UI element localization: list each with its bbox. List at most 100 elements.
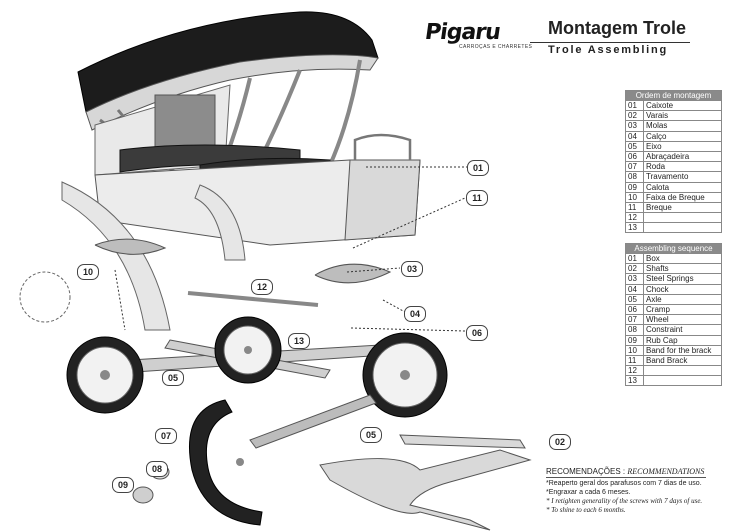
- row-number: 09: [625, 334, 644, 346]
- row-label: Box: [643, 252, 722, 265]
- table-row: 13: [625, 222, 722, 234]
- callout-01: 01: [467, 160, 489, 176]
- title-portuguese: Montagem Trole: [548, 18, 687, 38]
- row-number: 10: [625, 191, 644, 203]
- row-number: 10: [625, 344, 644, 356]
- row-label: Varais: [643, 110, 722, 122]
- callout-06: 06: [466, 325, 488, 341]
- row-number: 06: [625, 150, 644, 163]
- callout-13: 13: [288, 333, 310, 349]
- fender-left: [61, 181, 171, 331]
- row-label: Steel Springs: [643, 273, 722, 285]
- row-label: Axle: [643, 293, 722, 305]
- row-label: Rub Cap: [643, 334, 722, 346]
- row-number: 08: [625, 324, 644, 336]
- axle-exploded: [249, 394, 377, 449]
- recommendations-title: RECOMENDAÇÕES : RECOMMENDATIONS: [546, 467, 718, 476]
- callout-04: 04: [404, 306, 426, 322]
- row-number: 03: [625, 120, 644, 132]
- recommendations-divider: [546, 477, 706, 478]
- row-number: 07: [625, 161, 644, 173]
- brake-band: [19, 271, 71, 323]
- row-label: Abraçadeira: [643, 150, 722, 163]
- row-number: 01: [625, 99, 644, 112]
- recommendation-pt-1: *Reaperto geral dos parafusos com 7 dias…: [546, 480, 702, 487]
- row-label: Molas: [643, 120, 722, 132]
- row-number: 13: [625, 375, 644, 387]
- row-number: 02: [625, 263, 644, 275]
- callout-02: 02: [549, 434, 571, 450]
- row-number: 12: [625, 212, 644, 224]
- row-number: 09: [625, 181, 644, 193]
- row-label: [643, 222, 722, 234]
- table-row: 12: [625, 365, 722, 377]
- callout-05a: 05: [162, 370, 184, 386]
- recommendation-pt-2: *Engraxar a cada 6 meses.: [546, 488, 631, 496]
- row-number: 01: [625, 252, 644, 265]
- order-table-pt-header: Ordem de montagem: [625, 90, 722, 101]
- row-number: 07: [625, 314, 644, 326]
- row-label: [643, 375, 722, 387]
- driver-rail: [353, 133, 412, 160]
- row-label: Shafts: [643, 263, 722, 275]
- row-label: Faixa de Breque: [643, 191, 722, 203]
- row-label: Constraint: [643, 324, 722, 336]
- recommendation-en-2: * To shine to each 6 months.: [546, 505, 626, 514]
- callout-08: 08: [146, 461, 168, 477]
- brand-logo: Pigaru: [423, 20, 502, 45]
- table-row: 13: [625, 375, 722, 387]
- title-divider: [530, 42, 690, 43]
- row-label: Band for the brack: [643, 344, 722, 356]
- row-label: Cramp: [643, 303, 722, 316]
- row-number: 03: [625, 273, 644, 285]
- brand: Pigaru CARROÇAS E CHARRETES: [423, 20, 533, 50]
- spring-left: [94, 238, 167, 255]
- callout-10: 10: [77, 264, 99, 280]
- row-number: 11: [625, 201, 644, 214]
- row-number: 04: [625, 130, 644, 142]
- brand-subtitle: CARROÇAS E CHARRETES: [459, 44, 533, 50]
- order-table-en-header: Assembling sequence: [625, 243, 722, 254]
- row-label: [643, 365, 722, 377]
- row-number: 12: [625, 365, 644, 377]
- spring-right: [314, 263, 392, 284]
- title-english: Trole Assembling: [548, 44, 669, 56]
- row-label: Breque: [643, 201, 722, 214]
- table-row: 12: [625, 212, 722, 224]
- row-number: 13: [625, 222, 644, 234]
- row-number: 05: [625, 293, 644, 305]
- recommendations-title-en: RECOMMENDATIONS: [627, 467, 705, 476]
- row-label: Chock: [643, 283, 722, 295]
- recommendations-title-pt: RECOMENDAÇÕES :: [546, 467, 626, 476]
- leader-lines: [114, 166, 470, 332]
- row-number: 02: [625, 110, 644, 122]
- row-number: 08: [625, 171, 644, 183]
- callout-03: 03: [401, 261, 423, 277]
- callout-11: 11: [466, 190, 488, 206]
- row-number: 04: [625, 283, 644, 295]
- callout-12: 12: [251, 279, 273, 295]
- row-label: Caixote: [643, 99, 722, 112]
- row-number: 06: [625, 303, 644, 316]
- hub-cap: [132, 486, 154, 504]
